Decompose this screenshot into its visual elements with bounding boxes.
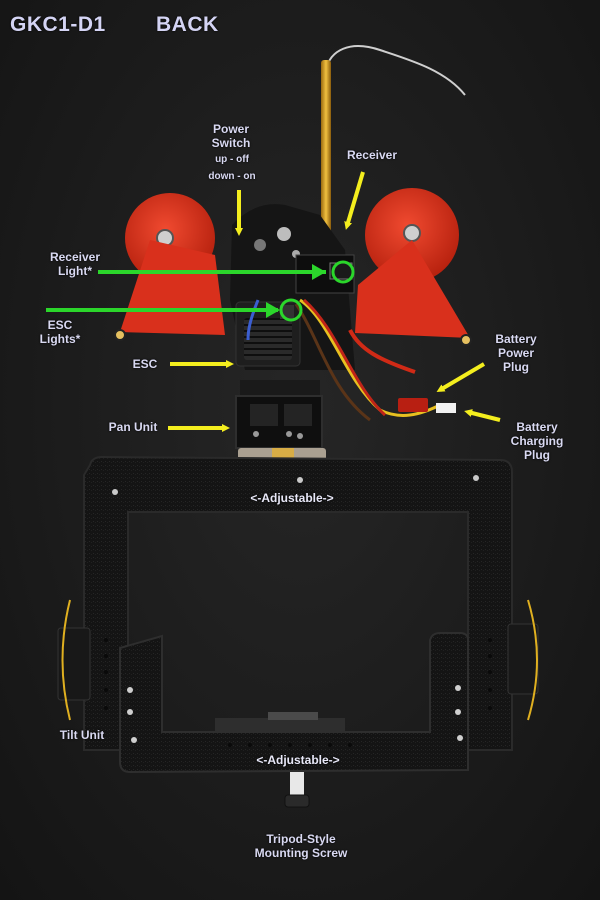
yellow-arrows bbox=[168, 171, 501, 432]
label-tripod-screw: Tripod-Style Mounting Screw bbox=[254, 832, 348, 860]
arrow-icon bbox=[464, 409, 501, 422]
label-battery-power-plug: Battery Power Plug bbox=[495, 332, 537, 374]
frame-holes bbox=[104, 638, 492, 747]
label-esc-lights: ESC Lights* bbox=[39, 318, 81, 346]
label-receiver-light: Receiver Light* bbox=[49, 250, 101, 278]
label-battery-charging-plug: Battery Charging Plug bbox=[510, 420, 564, 462]
right-red-bracket bbox=[355, 240, 470, 338]
battery-power-plug bbox=[398, 398, 428, 412]
antenna-wire bbox=[325, 45, 466, 96]
battery-charging-plug bbox=[436, 403, 456, 413]
right-tilt-servo bbox=[507, 623, 539, 695]
green-arrows bbox=[46, 260, 355, 322]
circle-marker-icon bbox=[331, 260, 355, 284]
label-esc: ESC bbox=[132, 357, 158, 371]
circle-marker-icon bbox=[279, 298, 303, 322]
tripod-screw-knob bbox=[284, 794, 310, 808]
label-pan-unit: Pan Unit bbox=[108, 420, 158, 434]
pan-unit-body bbox=[240, 380, 320, 396]
tripod-screw-shaft bbox=[290, 772, 304, 798]
title-side: BACK bbox=[156, 13, 219, 36]
label-power-switch-up: up - off bbox=[215, 154, 249, 165]
arrow-icon bbox=[436, 362, 486, 393]
bottom-adjustable-frame bbox=[119, 632, 469, 774]
label-power-switch-down: down - on bbox=[208, 171, 256, 182]
left-tilt-servo bbox=[57, 627, 91, 701]
label-adjustable-top: <-Adjustable-> bbox=[250, 491, 334, 505]
arrow-icon bbox=[266, 302, 280, 318]
title-model: GKC1-D1 bbox=[10, 13, 106, 36]
arrow-icon bbox=[344, 171, 365, 230]
antenna-rod bbox=[321, 60, 331, 250]
frame-screws bbox=[127, 685, 463, 743]
label-tilt-unit: Tilt Unit bbox=[59, 728, 105, 742]
arrow-icon bbox=[312, 264, 326, 280]
camera-mount-plate bbox=[215, 718, 345, 732]
label-receiver: Receiver bbox=[346, 148, 398, 162]
label-adjustable-bottom: <-Adjustable-> bbox=[256, 753, 340, 767]
label-power-switch: Power Switch bbox=[211, 122, 251, 150]
